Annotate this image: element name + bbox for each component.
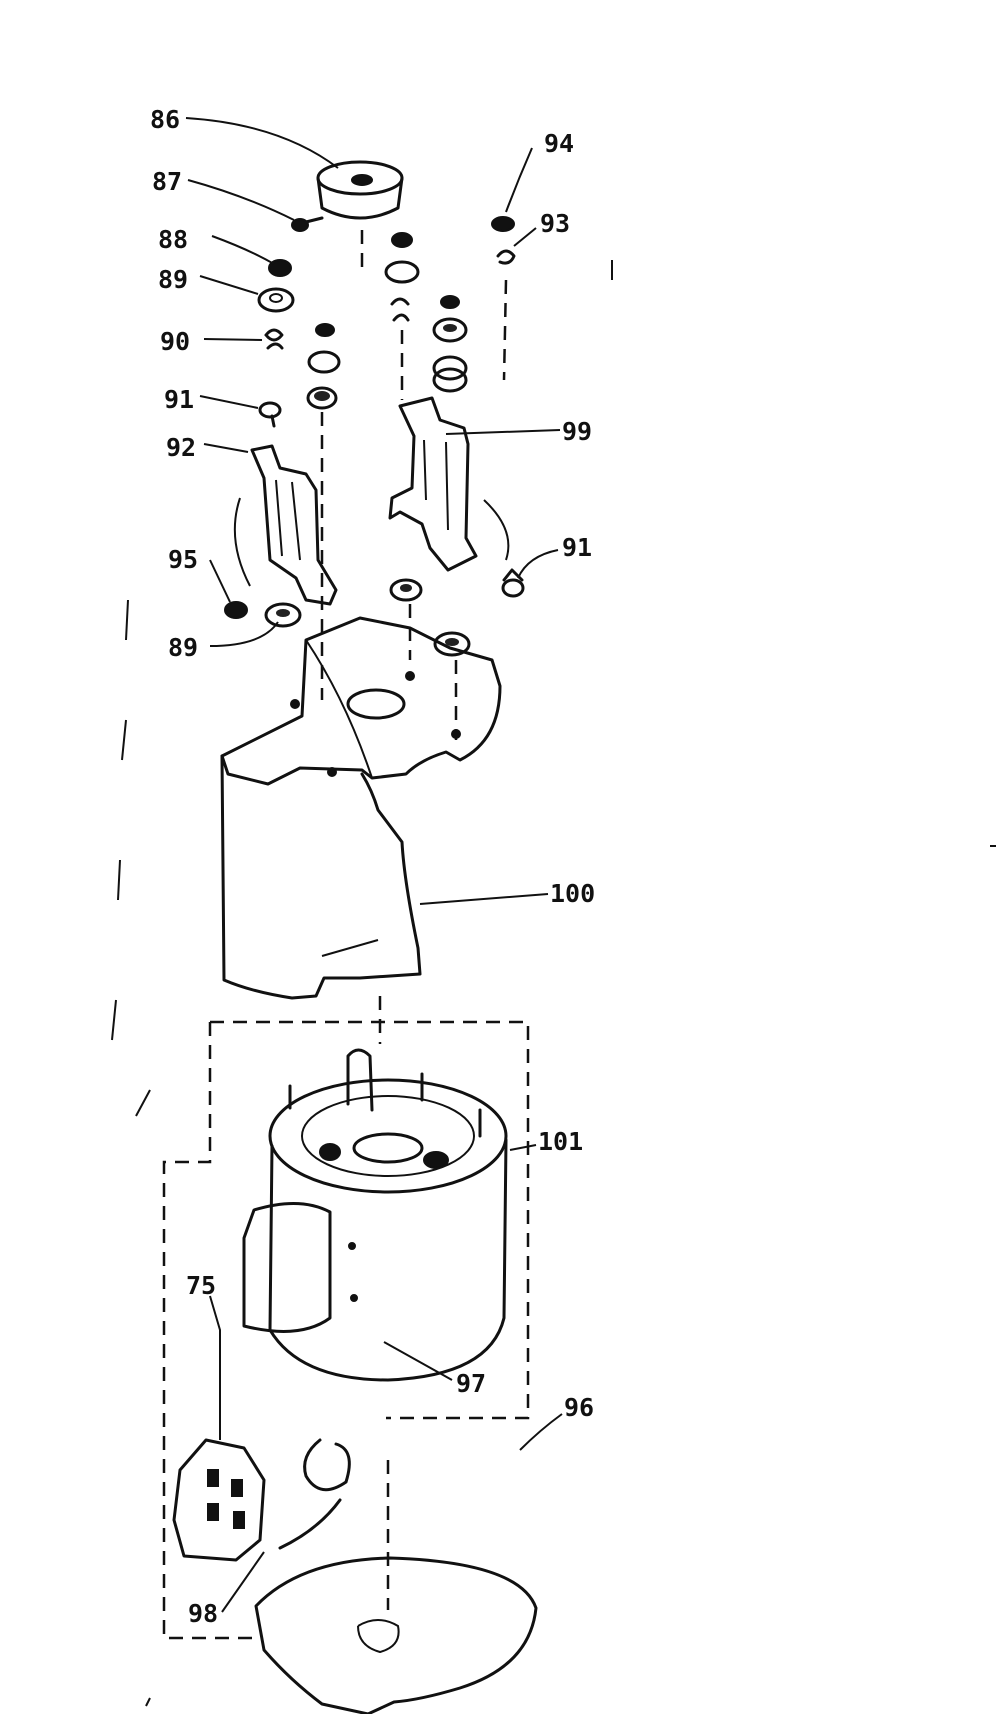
- label-93: 93: [540, 209, 570, 238]
- part-99-right-bracket: [388, 396, 510, 572]
- label-94: 94: [544, 129, 574, 158]
- leader-lines: [185, 117, 563, 1613]
- label-92: 92: [166, 433, 196, 462]
- part-91-bolt-left: [258, 401, 282, 428]
- part-100-shroud: [220, 616, 502, 1044]
- part-96-bottom-plate: [254, 1460, 538, 1716]
- label-100: 100: [550, 879, 595, 908]
- label-90: 90: [160, 327, 190, 356]
- part-95-nut: [224, 601, 248, 619]
- label-86: 86: [150, 105, 180, 134]
- terminal-block: [172, 1438, 351, 1562]
- right-washer-stack: [432, 295, 468, 393]
- part-94-nut: [491, 216, 515, 232]
- right-lower-washers: [389, 578, 471, 740]
- label-88: 88: [158, 225, 188, 254]
- label-91-right: 91: [562, 533, 592, 562]
- scan-artifacts: [111, 260, 996, 1707]
- label-101: 101: [538, 1127, 583, 1156]
- callout-labels: 86 87 88 89 90 91 92 95 89 94 93 99 91 1…: [150, 105, 595, 1628]
- label-87: 87: [152, 167, 182, 196]
- part-101-motor-assembly-boundary: [162, 1020, 530, 1640]
- label-89-lower: 89: [168, 633, 198, 662]
- part-92-left-bracket: [233, 444, 338, 606]
- part-88-nut: [268, 259, 292, 277]
- part-90-spring: [264, 328, 284, 350]
- label-99: 99: [562, 417, 592, 446]
- label-75: 75: [186, 1271, 216, 1300]
- part-87-screw: [291, 216, 324, 232]
- center-washer-stack: [384, 232, 420, 400]
- part-93-clip: [496, 249, 516, 381]
- label-98: 98: [188, 1599, 218, 1628]
- label-95: 95: [168, 545, 198, 574]
- label-97: 97: [456, 1369, 486, 1398]
- label-96: 96: [564, 1393, 594, 1422]
- label-91-left: 91: [164, 385, 194, 414]
- part-86-cap: [316, 160, 404, 272]
- part-89-washer-lower: [264, 602, 302, 628]
- motor-body: [242, 1048, 508, 1382]
- part-89-washer-upper: [257, 287, 295, 313]
- label-89-upper: 89: [158, 265, 188, 294]
- left-washer-stack: [306, 323, 341, 700]
